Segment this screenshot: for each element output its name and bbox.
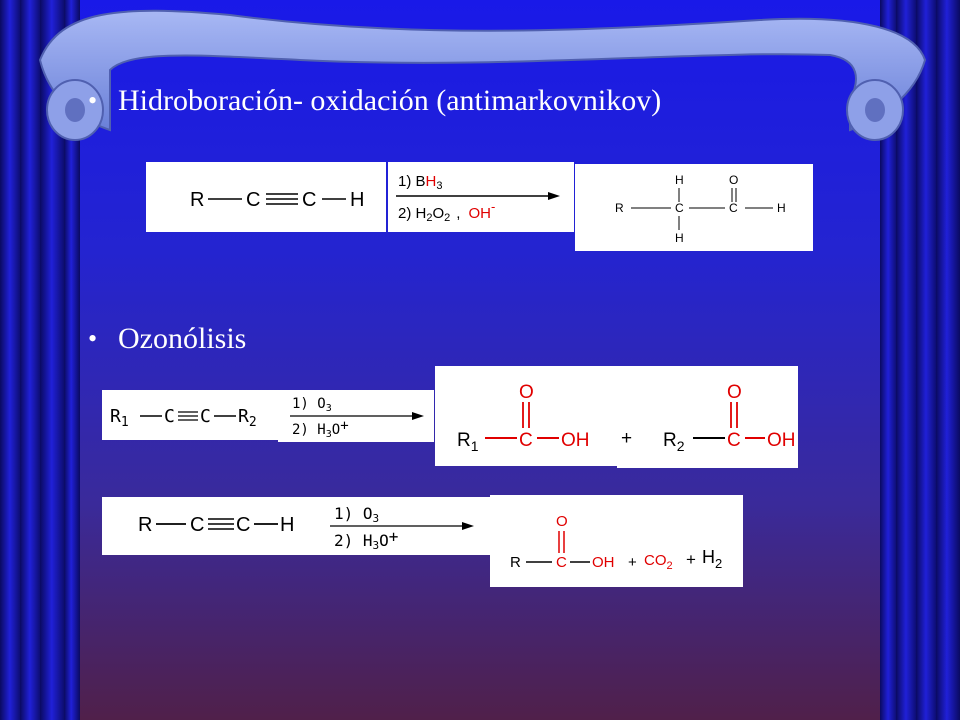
plus-sign: + (621, 428, 632, 449)
reaction2-product2-panel: + R2 C O OH (617, 366, 798, 468)
atom-o: O (332, 422, 340, 438)
subscript: 3 (326, 403, 332, 414)
atom-c: C (302, 189, 316, 211)
svg-text:1) O3: 1) O3 (334, 504, 379, 525)
bullet-glyph: • (88, 324, 98, 353)
reaction2-substrate-panel: R1 C C R2 (102, 390, 278, 440)
hydroxyl: OH (592, 554, 615, 571)
charge: - (491, 199, 495, 214)
atom-h: H (350, 189, 364, 211)
atom-c: C (164, 406, 175, 427)
atom-h: H (675, 173, 684, 187)
subscript: 3 (373, 512, 380, 525)
svg-text:2) H2O2,OH-: 2) H2O2,OH- (398, 199, 495, 224)
atom-c: C (200, 406, 211, 427)
reaction1-substrate-panel: R C C H (146, 162, 386, 232)
svg-text:R2: R2 (663, 430, 685, 454)
atom-h: H (675, 231, 684, 245)
atom-h: H (280, 514, 294, 536)
bullet-ozonolysis: • Ozonólisis (88, 322, 247, 356)
atom-c: C (675, 201, 684, 215)
subscript: 1 (121, 415, 129, 430)
reaction1-product-panel: R C H H C O H (575, 164, 813, 251)
subscript: 1 (471, 438, 479, 454)
hydroxyl: OH (767, 430, 796, 451)
reaction3-reactants-panel: R C C H 1) O3 2) H3O+ (102, 497, 490, 555)
svg-text:2) H3O+: 2) H3O+ (292, 418, 349, 440)
atom-r: R (457, 430, 471, 451)
subscript: 3 (326, 429, 332, 440)
reaction3-product-panel: R C O OH + CO2 + H2 (490, 495, 743, 587)
step2-text: 2) H (334, 531, 373, 550)
atom-o: O (556, 513, 568, 530)
atom-o: O (519, 382, 534, 403)
reaction2-product1-panel: R1 C O OH (435, 366, 617, 466)
atom-o: O (727, 382, 742, 403)
svg-text:H2: H2 (702, 547, 722, 571)
right-curtain (880, 0, 960, 720)
atom-c: C (729, 201, 738, 215)
subscript: 3 (436, 180, 442, 192)
atom-r: R (110, 406, 121, 427)
reagent-h-red: H (426, 173, 437, 190)
superscript: + (340, 418, 348, 434)
svg-text:R2: R2 (238, 406, 257, 430)
atom-r: R (510, 554, 521, 571)
reagent-step1: 1) B (398, 173, 426, 190)
bullet-hydroboration: • Hidroboración- oxidación (antimarkovni… (88, 84, 662, 118)
atom-o: O (432, 205, 444, 222)
svg-text:2) H3O+: 2) H3O+ (334, 527, 398, 552)
reaction2-reagents-panel: 1) O3 2) H3O+ (278, 390, 434, 442)
scroll-banner (38, 9, 927, 141)
bullet-text: Hidroboración- oxidación (antimarkovniko… (118, 84, 662, 117)
subscript: 2 (667, 560, 673, 572)
separator: , (456, 205, 460, 222)
reagent-step2: 2) H (398, 205, 426, 222)
step1-text: 1) O (334, 504, 373, 523)
svg-text:1) O3: 1) O3 (292, 396, 332, 414)
subscript: 3 (373, 539, 380, 552)
atom-c: C (519, 430, 533, 451)
hydrogen: H (702, 547, 715, 567)
atom-c: C (727, 430, 741, 451)
atom-c: C (246, 189, 260, 211)
superscript: + (389, 527, 399, 546)
step1-text: 1) O (292, 396, 326, 412)
atom-r: R (663, 430, 677, 451)
subscript: 2 (715, 556, 722, 571)
subscript: 2 (249, 415, 257, 430)
carbon-dioxide: CO (644, 552, 667, 569)
plus-sign: + (628, 554, 637, 571)
atom-r: R (138, 514, 152, 536)
atom-c: C (556, 554, 567, 571)
hydroxide: OH (468, 205, 491, 222)
atom-r: R (190, 189, 204, 211)
svg-text:R1: R1 (457, 430, 479, 454)
subscript: 2 (444, 212, 450, 224)
atom-c: C (190, 514, 204, 536)
bullet-text: Ozonólisis (118, 322, 247, 355)
atom-h: H (777, 201, 786, 215)
svg-text:R1: R1 (110, 406, 129, 430)
svg-text:CO2: CO2 (644, 552, 673, 572)
atom-o: O (729, 173, 738, 187)
hydroxyl: OH (561, 430, 590, 451)
plus-sign: + (686, 550, 696, 569)
atom-r: R (238, 406, 249, 427)
svg-text:1) BH3: 1) BH3 (398, 173, 442, 192)
atom-o: O (379, 531, 389, 550)
atom-r: R (615, 201, 624, 215)
reaction1-reagents-panel: 1) BH3 2) H2O2,OH- (388, 162, 574, 232)
bullet-glyph: • (88, 86, 98, 115)
atom-c: C (236, 514, 250, 536)
step2-text: 2) H (292, 422, 326, 438)
subscript: 2 (426, 212, 432, 224)
subscript: 2 (677, 438, 685, 454)
